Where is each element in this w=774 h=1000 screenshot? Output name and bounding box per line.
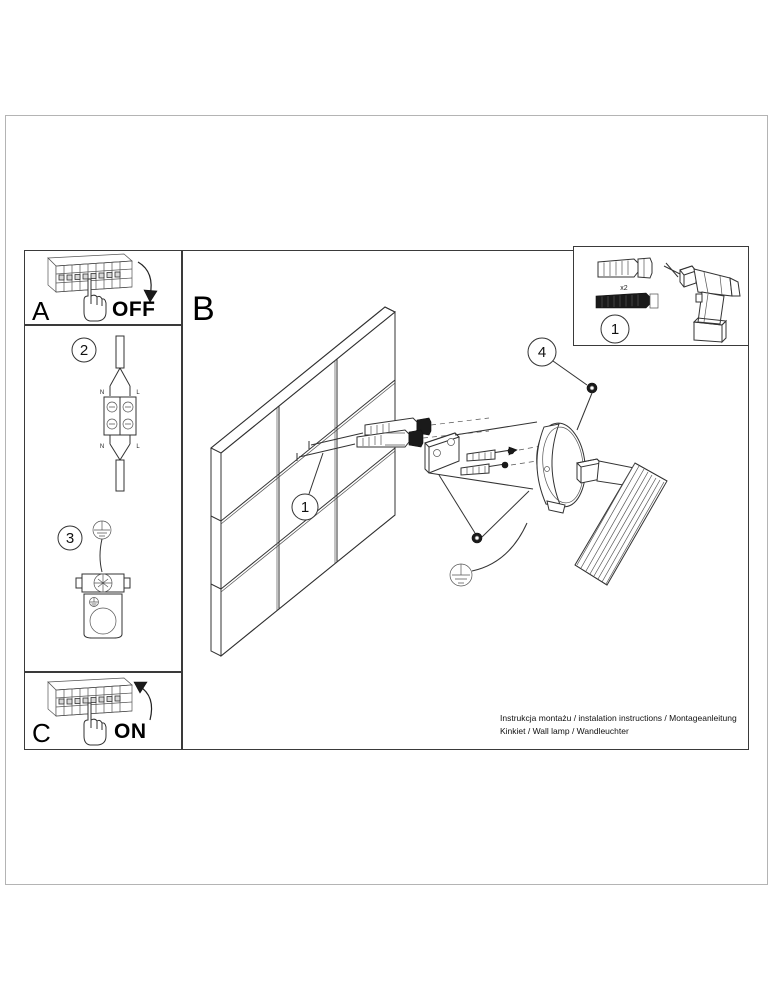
upper-cable (109, 335, 131, 396)
sheet-caption: Instrukcja montażu / instalation instruc… (500, 712, 737, 738)
callout-leader-line (308, 452, 324, 495)
breaker-panel-on-illustration (47, 677, 153, 746)
instruction-sheet: A OFF 2 N L N L (24, 246, 749, 750)
breaker-panel-off-illustration (47, 253, 158, 322)
screws-and-wall-plugs (296, 417, 490, 461)
step-1-number-wall: 1 (301, 499, 309, 516)
lamp-shade (574, 462, 668, 586)
step-2-wiring-illustration: 2 N L N L (71, 335, 140, 492)
distribution-board-icon (47, 677, 133, 717)
step-1-callout-wall: 1 (291, 452, 324, 521)
step-3-badge: 3 (57, 525, 83, 551)
bracket-screw-2 (460, 461, 509, 476)
screw-1 (308, 432, 364, 449)
caption-line-1: Instrukcja montażu / instalation instruc… (500, 713, 737, 723)
power-drill-icon (663, 262, 741, 344)
panel-a-letter: A (32, 296, 50, 326)
terminal-label-l-top: L (136, 390, 140, 396)
step-4-number: 4 (538, 344, 546, 361)
arrow-down-curved-icon (137, 261, 158, 303)
terminal-block (103, 396, 137, 436)
step-2-badge: 2 (71, 337, 97, 363)
terminal-label-l-bottom: L (136, 444, 140, 450)
step-2-number: 2 (80, 342, 88, 359)
panel-c (24, 672, 182, 750)
bracket-fixing-screws (460, 445, 542, 476)
distribution-board-icon (47, 253, 133, 293)
callout-leader-line-4 (552, 360, 588, 386)
panel-b (182, 250, 749, 750)
earth-wire (99, 538, 103, 573)
alignment-guides (422, 417, 490, 439)
drill-hole-marks (385, 432, 405, 446)
screw-2 (296, 443, 356, 461)
step-3-number: 3 (66, 530, 74, 547)
pointing-hand-icon (83, 702, 107, 746)
arrow-up-curved-icon (133, 681, 153, 721)
step-3-earth-illustration: 3 (57, 520, 131, 639)
lamp-bracket-earth-point (75, 573, 131, 639)
wall-mounting-illustration: 1 (210, 306, 668, 658)
earth-wire-lamp (471, 522, 528, 572)
lower-cable (109, 435, 131, 492)
step-1-badge: 1 (600, 314, 630, 344)
step-1-number: 1 (611, 321, 619, 338)
page-border (5, 115, 768, 885)
terminal-label-n-bottom: N (100, 444, 104, 450)
wall-plug-2 (356, 429, 424, 448)
mounting-bracket (424, 421, 538, 490)
panel-b-letter: B (192, 290, 215, 328)
tools-illustration: x2 1 (595, 257, 741, 344)
earth-ground-icon (92, 520, 112, 540)
panel-c-letter: C (32, 718, 51, 748)
screw-icon (595, 292, 659, 309)
panel-a-action-label: OFF (112, 298, 156, 321)
step-4-callout: 4 (438, 337, 598, 544)
bracket-screw-1 (466, 446, 518, 462)
caption-line-2: Kinkiet / Wall lamp / Wandleuchter (500, 726, 629, 736)
pointing-hand-icon (83, 278, 107, 322)
quantity-label: x2 (620, 285, 628, 292)
terminal-label-n-top: N (100, 390, 104, 396)
panel-steps-2-3 (24, 325, 182, 672)
panel-a (24, 250, 182, 325)
wall-isometric (210, 306, 396, 658)
wall-plug-icon (597, 257, 653, 279)
panel-c-action-label: ON (114, 720, 147, 743)
lamp-earth-ground-icon (449, 522, 528, 587)
